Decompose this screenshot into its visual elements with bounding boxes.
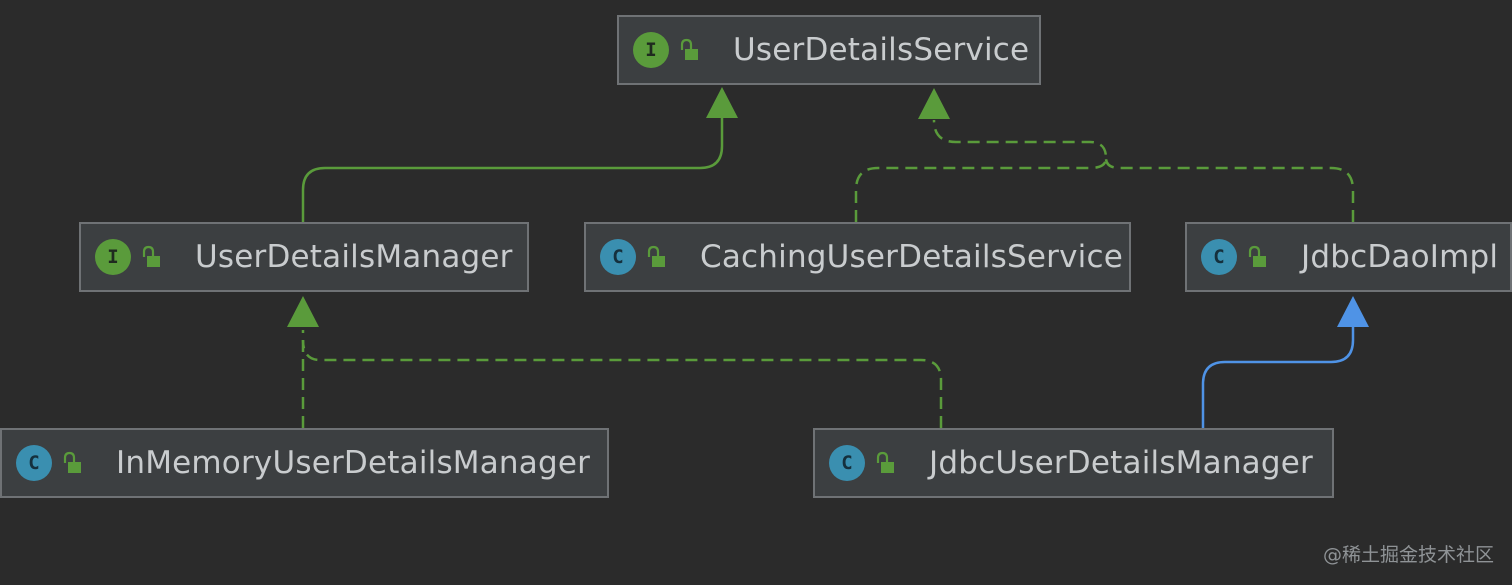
arrowhead-service-left xyxy=(706,87,738,118)
class-badge-icon: C xyxy=(1201,239,1237,275)
edge-jdbcdao-to-service xyxy=(1104,157,1355,222)
node-name: JdbcDaoImpl xyxy=(1301,239,1499,275)
unlock-icon xyxy=(142,245,160,267)
node-name: InMemoryUserDetailsManager xyxy=(116,445,591,481)
node-jdbc-dao-impl[interactable]: C JdbcDaoImpl xyxy=(1185,222,1512,292)
node-user-details-service[interactable]: I UserDetailsService xyxy=(617,15,1041,85)
node-name: JdbcUserDetailsManager xyxy=(929,445,1313,481)
unlock-icon xyxy=(680,38,698,60)
unlock-icon xyxy=(1248,245,1266,267)
interface-badge-icon: I xyxy=(633,32,669,68)
class-badge-icon: C xyxy=(600,239,636,275)
watermark: @稀土掘金技术社区 xyxy=(1322,544,1494,566)
interface-badge-icon: I xyxy=(95,239,131,275)
edge-manager-to-service xyxy=(301,118,724,222)
arrowhead-service-right xyxy=(918,88,950,119)
node-name: CachingUserDetailsService xyxy=(700,239,1123,275)
node-name: UserDetailsService xyxy=(733,32,1030,68)
unlock-icon xyxy=(647,245,665,267)
node-caching-user-details-service[interactable]: C CachingUserDetailsService xyxy=(584,222,1131,292)
class-badge-icon: C xyxy=(16,445,52,481)
arrowhead-jdbcdao xyxy=(1337,296,1369,327)
node-in-memory-user-details-manager[interactable]: C InMemoryUserDetailsManager xyxy=(0,428,609,498)
edge-jdbcmanager-to-jdbcdao xyxy=(1201,326,1355,428)
arrowhead-manager xyxy=(287,296,319,327)
unlock-icon xyxy=(876,451,894,473)
class-badge-icon: C xyxy=(829,445,865,481)
unlock-icon xyxy=(63,451,81,473)
edge-jdbcmanager-to-manager xyxy=(301,339,943,428)
node-user-details-manager[interactable]: I UserDetailsManager xyxy=(79,222,529,292)
node-name: UserDetailsManager xyxy=(195,239,513,275)
edge-caching-to-service xyxy=(854,119,1108,222)
node-jdbc-user-details-manager[interactable]: C JdbcUserDetailsManager xyxy=(813,428,1334,498)
